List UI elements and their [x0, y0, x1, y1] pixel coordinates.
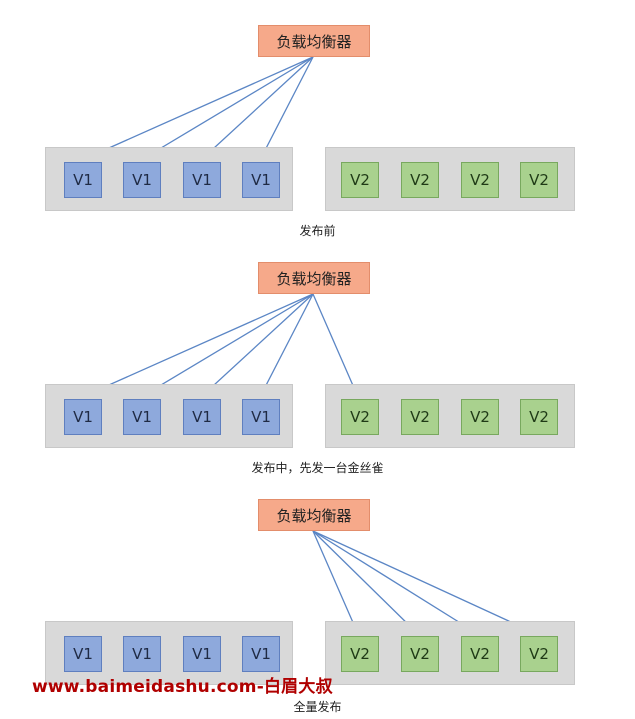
v2-server: V2: [341, 399, 379, 435]
v2-server: V2: [341, 636, 379, 672]
arrows-during: [80, 293, 360, 399]
v1-server: V1: [242, 636, 280, 672]
v1-server: V1: [123, 636, 161, 672]
v1-server: V1: [123, 162, 161, 198]
v2-server: V2: [520, 399, 558, 435]
v1-server: V1: [64, 162, 102, 198]
arrows-before: [80, 56, 314, 162]
v2-server: V2: [341, 162, 379, 198]
v2-server: V2: [461, 162, 499, 198]
v2-server: V2: [401, 399, 439, 435]
v2-server: V2: [401, 162, 439, 198]
load-balancer-full: 负载均衡器: [258, 499, 370, 531]
v1-group-before: V1 V1 V1 V1: [45, 147, 293, 211]
v1-group-full: V1 V1 V1 V1: [45, 621, 293, 685]
v1-server: V1: [64, 399, 102, 435]
v2-server: V2: [520, 636, 558, 672]
v1-server: V1: [183, 636, 221, 672]
caption-during: 发布中，先发一台金丝雀: [251, 461, 384, 475]
v1-server: V1: [183, 399, 221, 435]
load-balancer-before: 负载均衡器: [258, 25, 370, 57]
v2-group-before: V2 V2 V2 V2: [325, 147, 575, 211]
v1-server: V1: [242, 399, 280, 435]
v1-server: V1: [123, 399, 161, 435]
caption-before: 发布前: [299, 224, 336, 238]
v2-server: V2: [461, 399, 499, 435]
v1-server: V1: [183, 162, 221, 198]
v1-group-during: V1 V1 V1 V1: [45, 384, 293, 448]
caption-full: 全量发布: [293, 700, 342, 714]
v1-server: V1: [64, 636, 102, 672]
v2-server: V2: [461, 636, 499, 672]
load-balancer-during: 负载均衡器: [258, 262, 370, 294]
v1-server: V1: [242, 162, 280, 198]
v2-server: V2: [401, 636, 439, 672]
v2-server: V2: [520, 162, 558, 198]
arrows-full: [312, 530, 539, 636]
v2-group-full: V2 V2 V2 V2: [325, 621, 575, 685]
v2-group-during: V2 V2 V2 V2: [325, 384, 575, 448]
watermark: www.baimeidashu.com-白眉大叔: [32, 677, 333, 697]
